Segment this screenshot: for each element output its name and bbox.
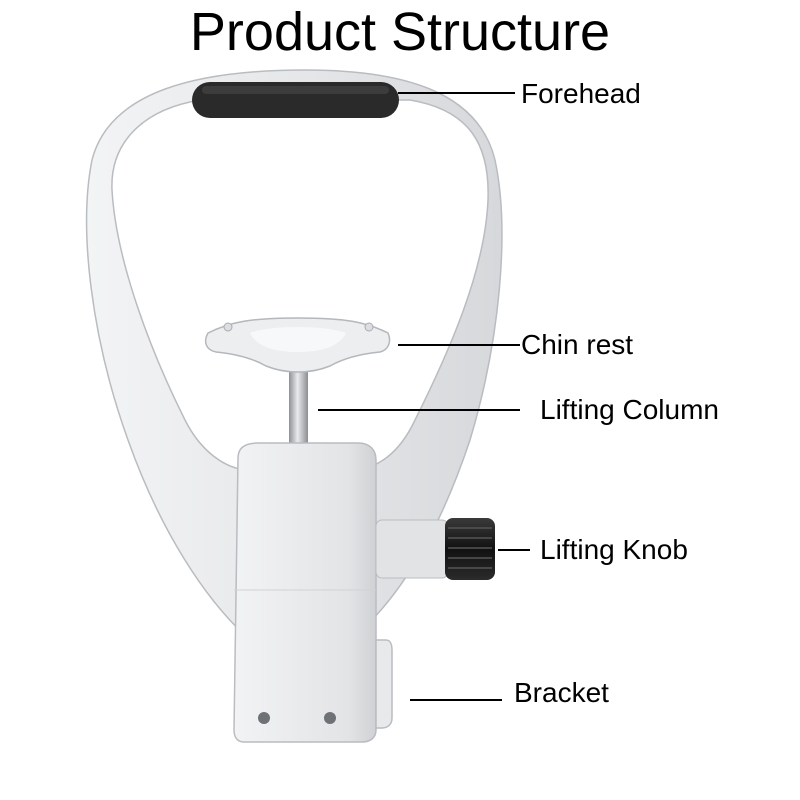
label-lifting-knob: Lifting Knob — [540, 534, 688, 565]
leader-lines — [318, 92, 530, 701]
lifting-column — [289, 372, 308, 452]
mount-hole-right — [324, 712, 336, 724]
label-bracket: Bracket — [514, 677, 609, 708]
page-title: Product Structure — [189, 2, 611, 62]
chin-rest-pin-right — [364, 322, 374, 332]
label-lifting-column: Lifting Column — [540, 394, 719, 425]
label-forehead: Forehead — [521, 78, 641, 109]
knob-housing — [375, 519, 449, 579]
bracket — [375, 639, 393, 729]
base-housing — [233, 442, 377, 743]
knob-ridges — [448, 527, 492, 569]
mount-hole-left — [258, 712, 270, 724]
chin-rest-pin-left — [223, 322, 233, 332]
label-chin-rest: Chin rest — [521, 329, 634, 360]
lifting-knob — [445, 518, 495, 580]
